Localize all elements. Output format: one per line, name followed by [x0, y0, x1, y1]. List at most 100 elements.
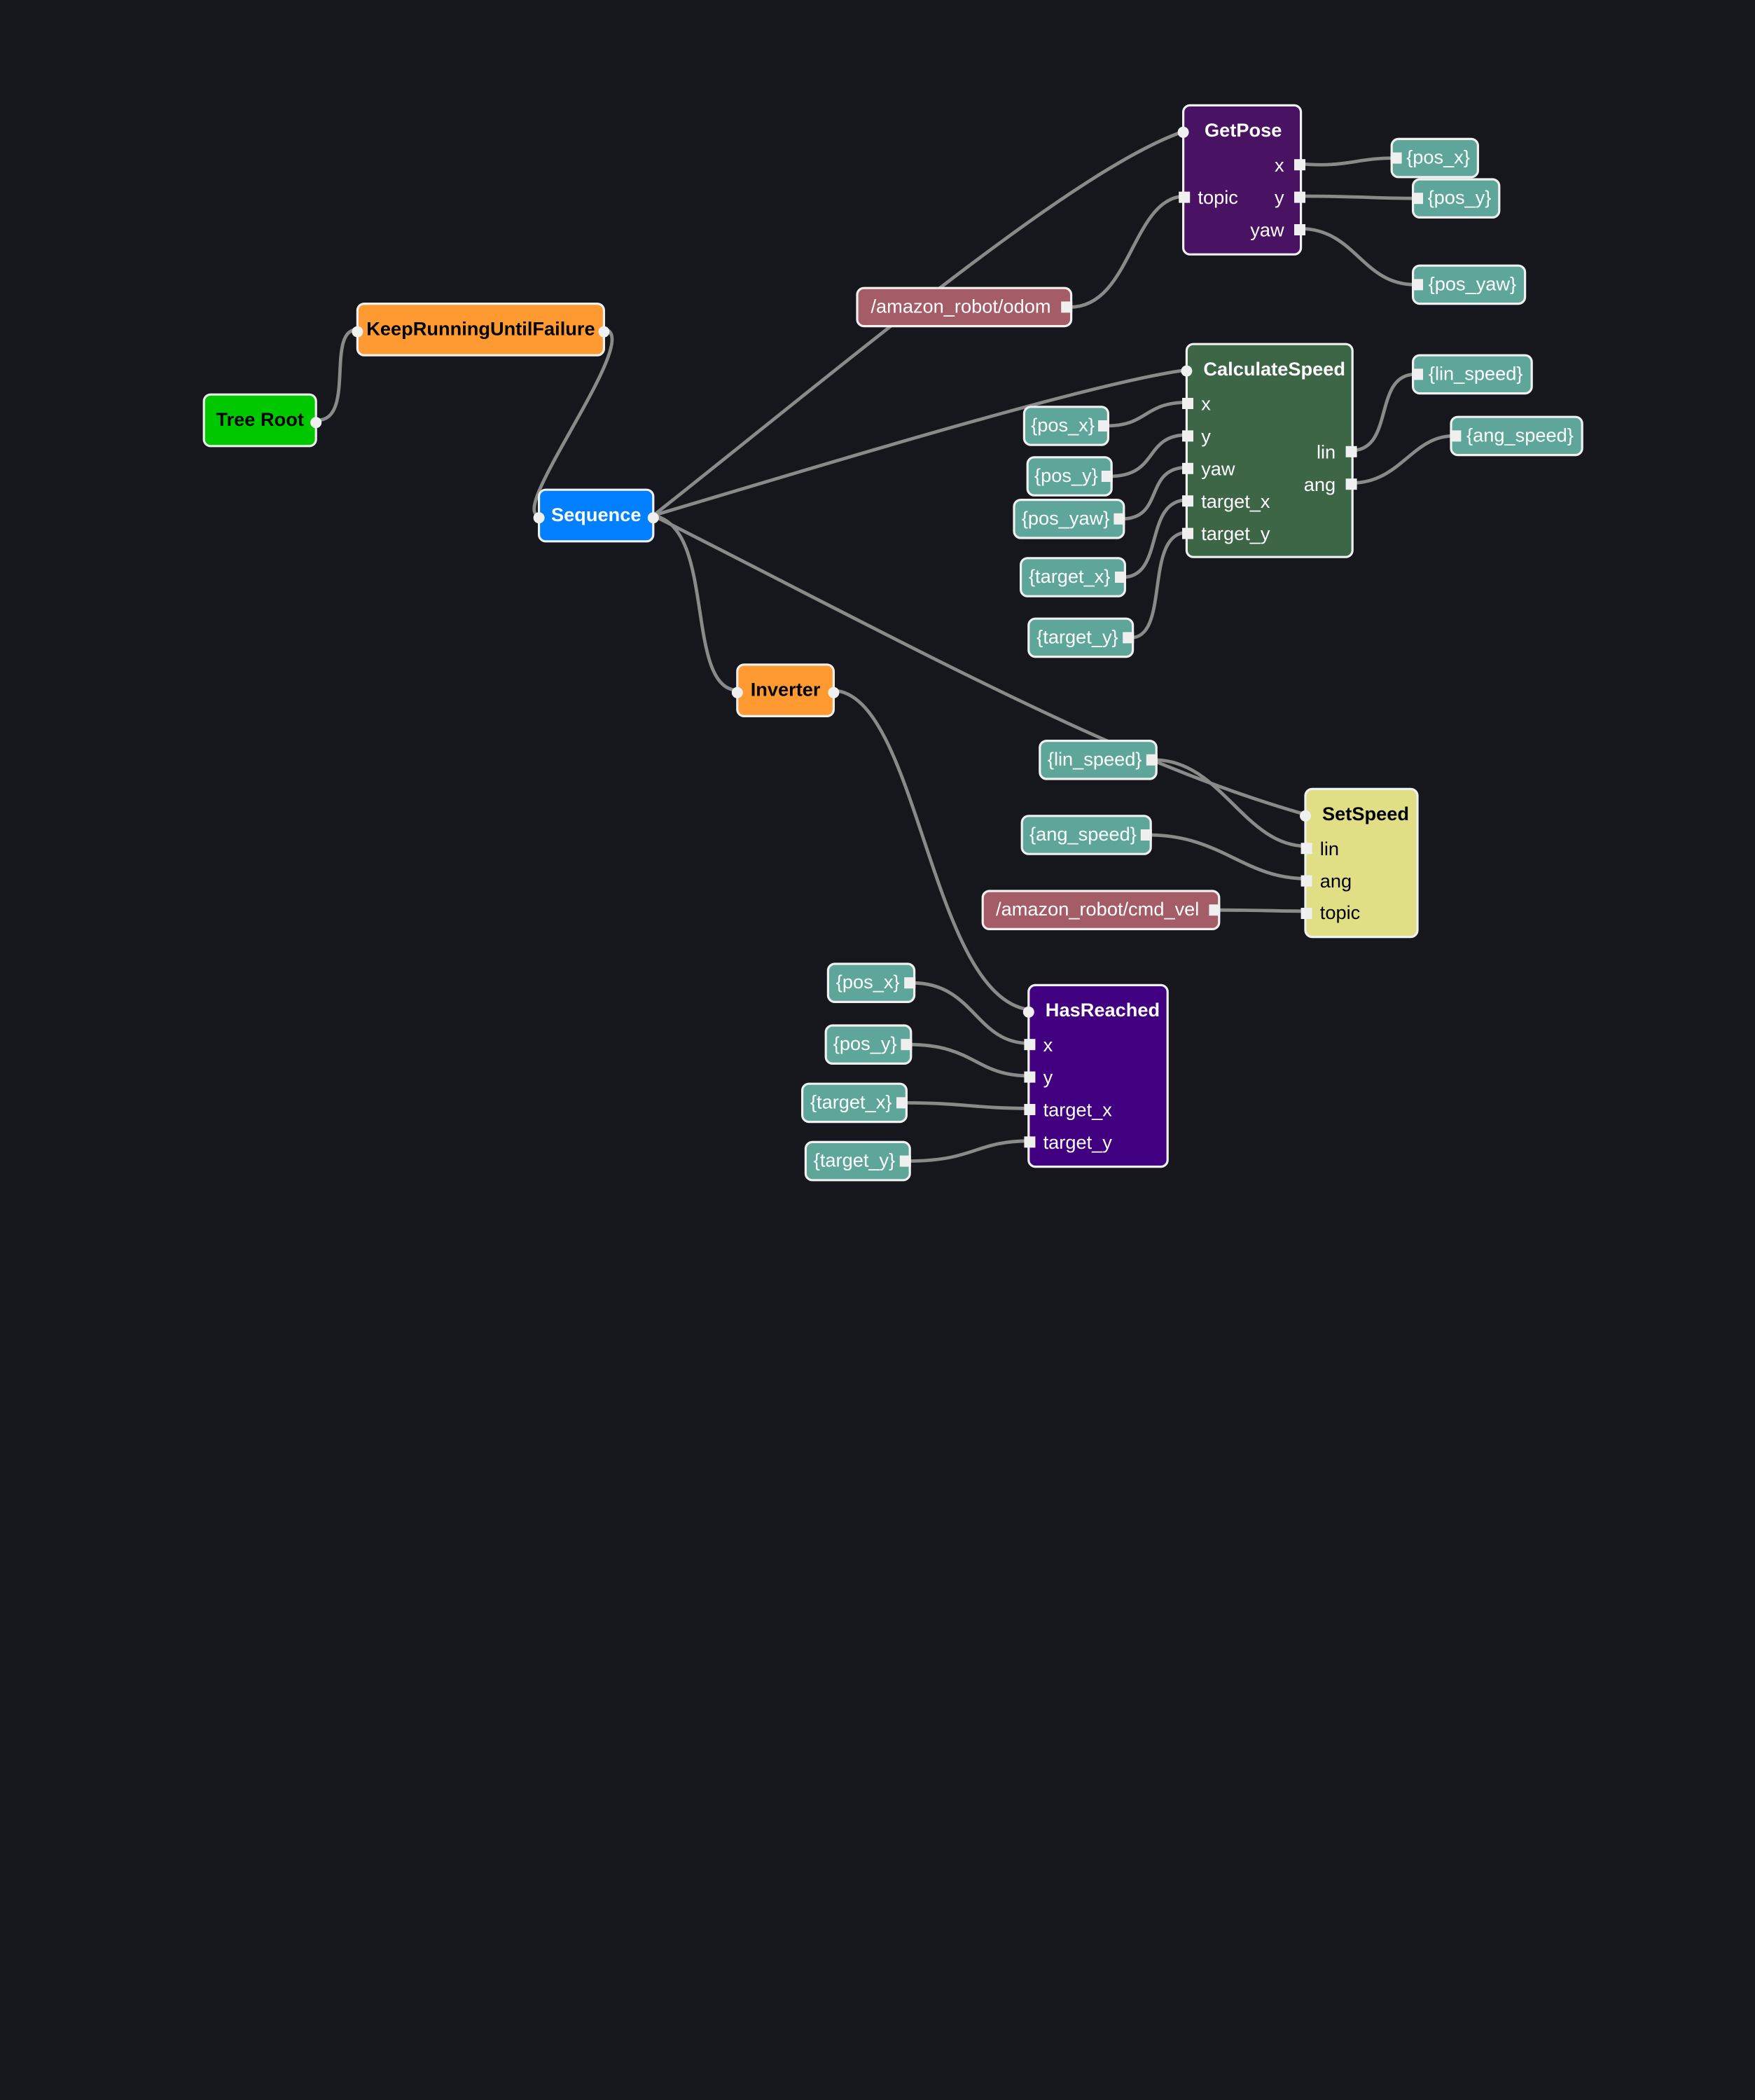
- port-target-x-handle[interactable]: [1182, 495, 1193, 507]
- variable-label: {ang_speed}: [1029, 824, 1137, 845]
- port-ang-handle[interactable]: [1300, 875, 1312, 887]
- has-reached-title: HasReached: [1045, 1000, 1160, 1021]
- port-y-handle[interactable]: [1024, 1071, 1036, 1083]
- port-target-y-handle[interactable]: [1024, 1136, 1036, 1148]
- sequence-node[interactable]: Sequence: [533, 488, 659, 543]
- output-handle[interactable]: [1140, 829, 1152, 841]
- input-port[interactable]: [352, 326, 363, 338]
- cs-pos-x-variable[interactable]: {pos_x}: [1022, 406, 1109, 446]
- odom-topic-variable[interactable]: /amazon_robot/odom: [856, 286, 1073, 328]
- input-port[interactable]: [533, 512, 545, 524]
- cs-pos-y-variable[interactable]: {pos_y}: [1026, 456, 1113, 497]
- inverter-node[interactable]: Inverter: [731, 663, 840, 717]
- wire-cs-yaw: [1120, 465, 1190, 521]
- input-handle[interactable]: [1390, 152, 1402, 164]
- wire-odom-topic: [1068, 194, 1188, 309]
- cmd-vel-topic-variable[interactable]: /amazon_robot/cmd_vel: [981, 890, 1221, 930]
- tree-root-node[interactable]: Tree Root: [202, 393, 322, 448]
- port-x-handle[interactable]: [1294, 159, 1305, 171]
- getpose-pos-yaw-variable[interactable]: {pos_yaw}: [1412, 264, 1527, 305]
- wire-ss-lin: [1152, 758, 1309, 848]
- port-ang-handle[interactable]: [1345, 478, 1357, 490]
- port-yaw-handle[interactable]: [1182, 462, 1193, 474]
- ss-lin-speed-variable[interactable]: {lin_speed}: [1039, 740, 1158, 780]
- hr-target-x-variable[interactable]: {target_x}: [801, 1082, 908, 1124]
- output-port[interactable]: [647, 512, 659, 524]
- output-handle[interactable]: [1146, 754, 1158, 766]
- output-handle[interactable]: [904, 977, 916, 989]
- variable-label: {pos_yaw}: [1428, 273, 1517, 295]
- input-handle[interactable]: [1450, 430, 1462, 442]
- output-handle[interactable]: [1061, 301, 1073, 313]
- port-lin-handle[interactable]: [1300, 843, 1312, 855]
- has-reached-node[interactable]: HasReached x y target_x target_y: [1022, 983, 1169, 1168]
- port-yaw-handle[interactable]: [1294, 224, 1305, 235]
- wire-sequence-inverter: [651, 513, 740, 693]
- port-y-handle[interactable]: [1182, 430, 1193, 442]
- port-target-x-handle[interactable]: [1024, 1104, 1036, 1115]
- ss-ang-speed-variable[interactable]: {ang_speed}: [1020, 815, 1152, 855]
- input-handle[interactable]: [1412, 368, 1423, 380]
- output-handle[interactable]: [899, 1155, 911, 1167]
- keep-running-until-failure-node[interactable]: KeepRunningUntilFailure: [352, 303, 610, 357]
- hr-pos-y-variable[interactable]: {pos_y}: [824, 1024, 913, 1065]
- wire-cs-y: [1107, 433, 1190, 478]
- output-handle[interactable]: [1101, 471, 1113, 482]
- cs-lin-speed-variable[interactable]: {lin_speed}: [1412, 354, 1533, 395]
- input-port[interactable]: [731, 686, 743, 698]
- output-handle[interactable]: [896, 1097, 908, 1109]
- port-yaw: yaw: [1201, 458, 1235, 480]
- port-topic-handle[interactable]: [1300, 908, 1312, 919]
- get-pose-node[interactable]: GetPose topic x y yaw: [1177, 104, 1305, 256]
- output-handle[interactable]: [1123, 632, 1135, 644]
- wire-cs-x: [1104, 401, 1190, 428]
- wire-hr-y: [907, 1042, 1032, 1078]
- port-lin-handle[interactable]: [1345, 445, 1357, 457]
- variable-label: {pos_x}: [1406, 146, 1470, 168]
- input-handle[interactable]: [1412, 193, 1423, 205]
- port-x: x: [1275, 154, 1284, 177]
- getpose-pos-x-variable[interactable]: {pos_x}: [1390, 137, 1479, 179]
- output-handle[interactable]: [1098, 420, 1109, 431]
- output-port[interactable]: [598, 326, 610, 338]
- set-speed-node[interactable]: SetSpeed lin ang topic: [1300, 787, 1419, 939]
- cs-target-x-variable[interactable]: {target_x}: [1020, 557, 1126, 597]
- sequence-label: Sequence: [550, 504, 641, 526]
- input-port[interactable]: [1177, 126, 1189, 138]
- wire-getpose-yaw: [1298, 227, 1417, 286]
- output-handle[interactable]: [1209, 904, 1221, 916]
- wire-hr-target-y: [906, 1139, 1032, 1163]
- output-port[interactable]: [310, 417, 322, 429]
- set-speed-title: SetSpeed: [1322, 803, 1409, 825]
- port-ang: ang: [1303, 474, 1336, 496]
- calculate-speed-node[interactable]: CalculateSpeed x y yaw target_x target_y…: [1181, 343, 1357, 558]
- variable-label: {target_y}: [1036, 626, 1118, 648]
- wire-cs-lin: [1350, 373, 1417, 453]
- output-handle[interactable]: [901, 1039, 913, 1051]
- port-topic: topic: [1319, 902, 1361, 924]
- wire-root-keeprunning: [315, 328, 359, 422]
- port-topic-handle[interactable]: [1179, 191, 1191, 203]
- port-x-handle[interactable]: [1024, 1039, 1036, 1051]
- variable-label: {target_y}: [813, 1149, 896, 1171]
- port-target-y-handle[interactable]: [1182, 527, 1193, 539]
- input-port[interactable]: [1300, 810, 1311, 822]
- output-handle[interactable]: [1115, 572, 1126, 583]
- output-handle[interactable]: [1114, 513, 1125, 525]
- port-x-handle[interactable]: [1182, 398, 1193, 409]
- hr-target-y-variable[interactable]: {target_y}: [804, 1140, 911, 1182]
- port-y-handle[interactable]: [1294, 191, 1305, 203]
- hr-pos-x-variable[interactable]: {pos_x}: [826, 962, 916, 1003]
- port-yaw: yaw: [1250, 219, 1284, 241]
- cs-ang-speed-variable[interactable]: {ang_speed}: [1450, 415, 1583, 457]
- getpose-pos-y-variable[interactable]: {pos_y}: [1412, 178, 1501, 219]
- inverter-label: Inverter: [750, 679, 821, 700]
- cs-target-y-variable[interactable]: {target_y}: [1027, 617, 1135, 658]
- input-handle[interactable]: [1412, 279, 1423, 291]
- wire-hr-target-x: [902, 1101, 1032, 1110]
- output-port[interactable]: [828, 686, 840, 698]
- cs-pos-yaw-variable[interactable]: {pos_yaw}: [1013, 499, 1125, 539]
- input-port[interactable]: [1181, 365, 1193, 377]
- input-port[interactable]: [1022, 1006, 1034, 1018]
